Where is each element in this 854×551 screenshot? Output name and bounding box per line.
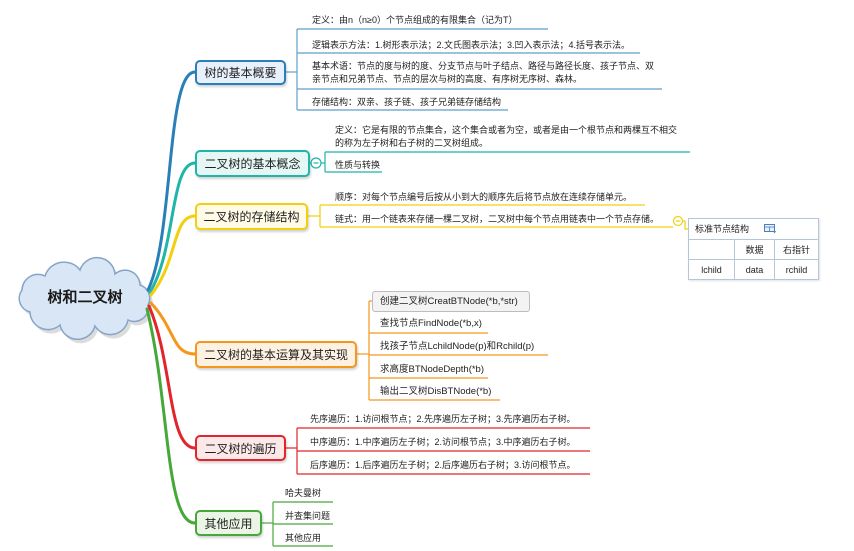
node-structure-table[interactable]: 标准节点结构 数据 右指针 lchild data rchild	[687, 218, 820, 280]
branch-2-sub-connectors	[310, 151, 690, 173]
topic-binary-tree-operations[interactable]: 二叉树的基本运算及其实现	[195, 341, 357, 368]
branch-5-sub-connectors	[286, 427, 590, 475]
subtopic-storage-structure[interactable]: 存储结构：双亲、孩子链、孩子兄弟链存储结构	[312, 97, 502, 107]
subtopic-huffman-tree[interactable]: 哈夫曼树	[285, 488, 322, 498]
branch-curve-5	[147, 304, 197, 450]
table-cell: data	[734, 259, 775, 280]
branch-curve-1	[146, 70, 197, 292]
subtopic-find-node[interactable]: 查找节点FindNode(*b,x)	[380, 318, 482, 329]
subtopic-basic-terms[interactable]: 基本术语：节点的度与树的度、分支节点与叶子结点、路径与路径长度、孩子节点、双 亲…	[312, 60, 654, 86]
branch-3-sub-connectors	[308, 204, 688, 230]
subtopic-line: 的称为左子树和右子树的二叉树组成。	[335, 138, 489, 148]
subtopic-child-node[interactable]: 找孩子节点LchildNode(p)和Rchild(p)	[380, 341, 535, 352]
table-header-cell	[688, 239, 735, 260]
subtopic-properties-conversion[interactable]: 性质与转换	[335, 160, 381, 170]
table-cell: lchild	[688, 259, 735, 280]
branch-4-sub-connectors	[357, 300, 548, 401]
subtopic-line: 基本术语：节点的度与树的度、分支节点与叶子结点、路径与路径长度、孩子节点、双	[312, 61, 655, 71]
branch-curve-2	[148, 161, 197, 294]
subtopic-create-btnode-selected[interactable]: 创建二叉树CreatBTNode(*b,*str)	[372, 291, 530, 312]
topic-other-applications[interactable]: 其他应用	[195, 510, 262, 536]
subtopic-other-apps[interactable]: 其他应用	[285, 533, 322, 543]
subtopic-linked-storage[interactable]: 链式：用一个链表来存储一棵二叉树，二叉树中每个节点用链表中一个节点存储。	[335, 214, 660, 224]
topic-binary-tree-traversal[interactable]: 二叉树的遍历	[195, 435, 286, 461]
root-topic[interactable]: 树和二叉树	[47, 289, 123, 306]
table-icon[interactable]	[763, 223, 777, 236]
collapse-toggle-branch-3[interactable]	[672, 215, 684, 227]
subtopic-tree-depth[interactable]: 求高度BTNodeDepth(*b)	[380, 364, 485, 375]
subtopic-tree-definition[interactable]: 定义：由n（n≥0）个节点组成的有限集合（记为T）	[312, 15, 518, 25]
subtopic-inorder[interactable]: 中序遍历：1.中序遍历左子树；2.访问根节点；3.中序遍历右子树。	[310, 437, 576, 447]
subtopic-line: 亲节点和兄弟节点、节点的层次与树的高度、有序树无序树、森林。	[312, 74, 583, 84]
topic-binary-tree-storage[interactable]: 二叉树的存储结构	[195, 203, 308, 230]
topic-tree-overview[interactable]: 树的基本概要	[195, 60, 286, 85]
root-cloud[interactable]	[18, 256, 153, 344]
subtopic-line: 定义：它是有限的节点集合，这个集合或者为空，或者是由一个根节点和两棵互不相交	[335, 125, 678, 135]
branch-curve-3	[149, 214, 197, 297]
subtopic-union-find[interactable]: 并查集问题	[285, 511, 331, 521]
table-cell: rchild	[773, 259, 820, 280]
topic-binary-tree-concepts[interactable]: 二叉树的基本概念	[195, 150, 310, 177]
subtopic-binary-tree-definition[interactable]: 定义：它是有限的节点集合，这个集合或者为空，或者是由一个根节点和两棵互不相交 的…	[335, 124, 677, 150]
subtopic-logical-representation[interactable]: 逻辑表示方法：1.树形表示法；2.文氏图表示法；3.凹入表示法；4.括号表示法。	[312, 40, 631, 50]
table-header-cell: 右指针	[773, 239, 820, 260]
table-title: 标准节点结构	[695, 224, 750, 235]
branch-curve-4	[149, 301, 197, 356]
table-header-cell: 数据	[734, 239, 775, 260]
subtopic-display-tree[interactable]: 输出二叉树DisBTNode(*b)	[380, 386, 492, 397]
branch-1-sub-connectors	[286, 28, 662, 111]
subtopic-postorder[interactable]: 后序遍历：1.后序遍历左子树；2.后序遍历右子树；3.访问根节点。	[310, 460, 576, 470]
branch-curve-6	[145, 307, 197, 525]
collapse-toggle-branch-2[interactable]	[310, 157, 322, 169]
subtopic-sequential-storage[interactable]: 顺序：对每个节点编号后按从小到大的顺序先后将节点放在连续存储单元。	[335, 192, 633, 202]
table-title-cell: 标准节点结构	[687, 218, 820, 240]
subtopic-preorder[interactable]: 先序遍历：1.访问根节点；2.先序遍历左子树；3.先序遍历右子树。	[310, 414, 576, 424]
branch-6-sub-connectors	[262, 501, 333, 547]
